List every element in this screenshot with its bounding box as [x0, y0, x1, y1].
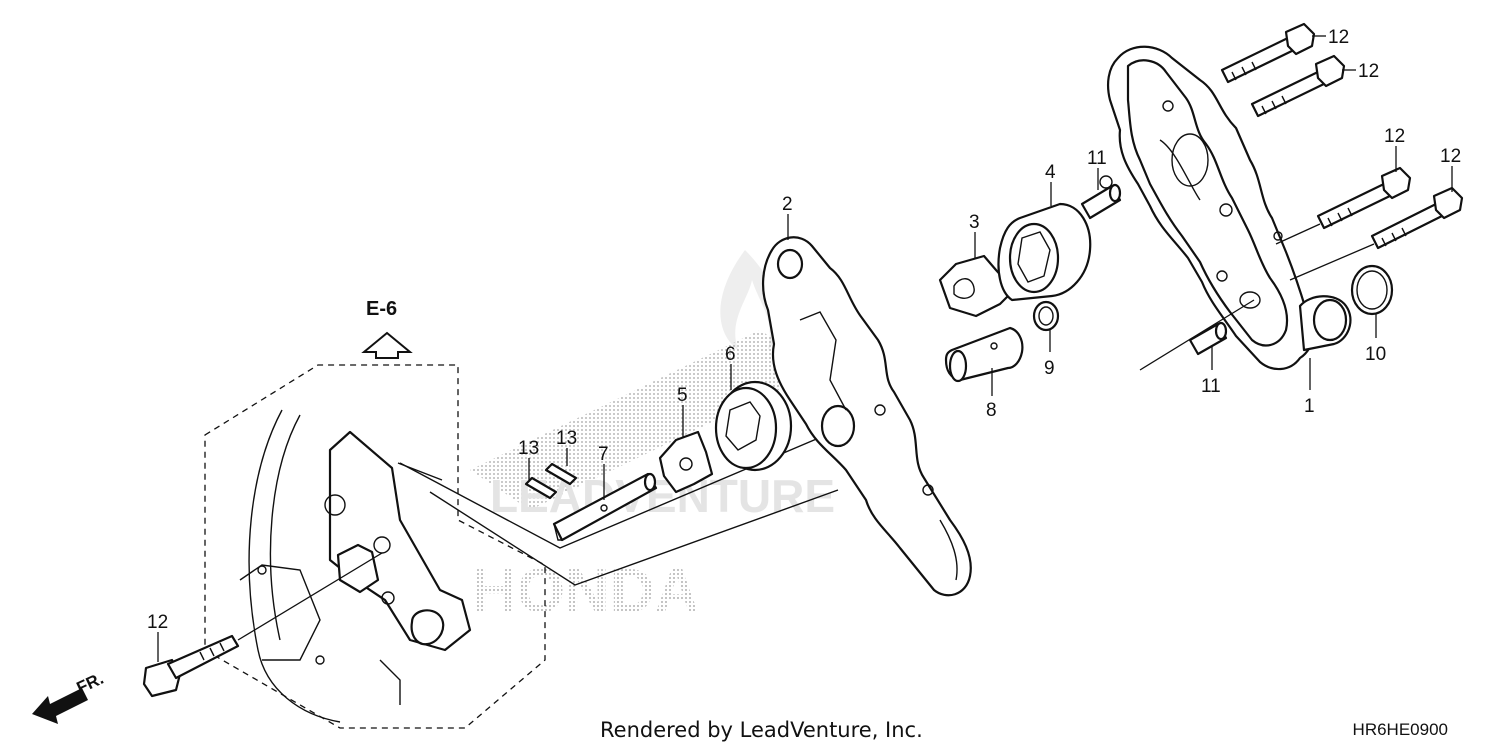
crankcase-sketch [239, 409, 472, 723]
up-arrow-icon [361, 331, 413, 359]
bolt-12-mid[interactable] [1275, 146, 1412, 245]
callout-13b[interactable]: 13 [556, 428, 577, 449]
bolt-12-left[interactable] [142, 552, 383, 698]
callout-9[interactable]: 9 [1044, 358, 1055, 379]
callout-1[interactable]: 1 [1304, 396, 1315, 417]
watermark-brand-bottom: HONDA [472, 557, 699, 626]
callout-4[interactable]: 4 [1045, 162, 1056, 183]
o-ring-10[interactable] [1350, 264, 1394, 338]
assembly-guide-line-2 [429, 489, 839, 586]
callout-12e[interactable]: 12 [147, 612, 168, 633]
callout-2[interactable]: 2 [782, 194, 793, 215]
front-direction: FR. [32, 669, 107, 724]
pin-13-b[interactable] [544, 448, 578, 486]
watermark-brand-top: LEADVENTURE [490, 470, 835, 522]
inset-dashed-outline [204, 364, 546, 729]
callout-12b[interactable]: 12 [1358, 61, 1379, 82]
reference-e6[interactable]: E-6 [361, 298, 413, 359]
outer-rotor-6[interactable] [714, 364, 793, 472]
shaft-8[interactable] [944, 326, 1024, 396]
shaft-7[interactable] [552, 464, 658, 542]
o-ring-9[interactable] [1032, 300, 1060, 352]
dowel-11-top[interactable] [1080, 168, 1122, 220]
callout-11b[interactable]: 11 [1201, 376, 1221, 397]
callout-13a[interactable]: 13 [518, 438, 539, 459]
inner-rotor-5[interactable] [658, 405, 714, 494]
bolt-12-top-1[interactable] [1220, 22, 1326, 84]
callout-11a[interactable]: 11 [1087, 148, 1107, 169]
watermark: LEADVENTURE HONDA [470, 250, 835, 626]
callout-7[interactable]: 7 [598, 444, 609, 465]
bolt-12-low[interactable] [1289, 166, 1464, 281]
callout-10[interactable]: 10 [1365, 344, 1386, 365]
callout-5[interactable]: 5 [677, 385, 688, 406]
callouts: 1 2 3 4 5 6 7 8 9 10 11 11 12 12 12 12 1… [147, 27, 1461, 633]
callout-3[interactable]: 3 [969, 212, 980, 233]
callout-8[interactable]: 8 [986, 400, 997, 421]
outer-rotor-4[interactable] [997, 182, 1092, 302]
pin-13-a[interactable] [524, 458, 558, 500]
callout-12c[interactable]: 12 [1384, 126, 1405, 147]
pump-plate-2[interactable] [761, 214, 972, 597]
bolt-12-top-2[interactable] [1250, 54, 1356, 118]
reference-label: E-6 [366, 298, 397, 320]
watermark-dot-field [470, 330, 820, 510]
pump-cover-1[interactable] [1099, 45, 1352, 390]
dowel-11-bottom[interactable] [1188, 321, 1228, 370]
callout-12a[interactable]: 12 [1328, 27, 1349, 48]
callout-6[interactable]: 6 [725, 344, 736, 365]
callout-12d[interactable]: 12 [1440, 146, 1461, 167]
credit-text: Rendered by LeadVenture, Inc. [600, 718, 923, 742]
front-arrow-icon [32, 688, 88, 724]
diagram-code: HR6HE0900 [1352, 720, 1448, 739]
